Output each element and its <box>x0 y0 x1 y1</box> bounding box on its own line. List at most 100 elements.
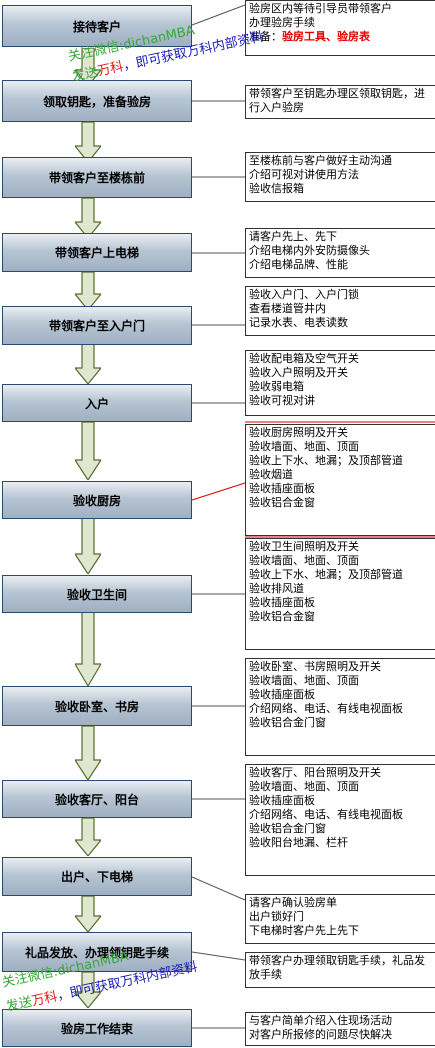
step-bedroom: 验收卧室、书房 <box>2 686 192 726</box>
note-line: 办理验房手续 <box>249 16 315 29</box>
note-line: 验收配电箱及空气开关 <box>249 352 359 365</box>
note-line: 验收信报箱 <box>249 182 304 195</box>
note-line: 记录水表、电表读数 <box>249 316 348 329</box>
note-gift-keys: 带领客户办理领取钥匙手续，礼品发放手续 <box>245 952 435 988</box>
note-line: 验收上下水、地漏；及顶部管道 <box>249 454 403 467</box>
note-line: 查看楼道管井内 <box>249 302 326 315</box>
note-line: 验收入户照明及开关 <box>249 366 348 379</box>
down-arrow-icon <box>75 344 101 384</box>
note-line: 验收墙面、地面、顶面 <box>249 440 359 453</box>
note-line: 验收可视对讲 <box>249 394 315 407</box>
step-finish: 验房工作结束 <box>2 1009 192 1047</box>
note-line: 验收铝合金窗 <box>249 496 315 509</box>
down-arrow-icon <box>75 422 101 480</box>
down-arrow-icon <box>75 272 101 310</box>
note-line: 介绍网络、电话、有线电视面板 <box>249 808 403 821</box>
note-line: 验收排风道 <box>249 582 304 595</box>
step-label: 验收卧室、书房 <box>54 699 139 714</box>
note-line: 验收上下水、地漏；及顶部管道 <box>249 568 403 581</box>
note-line: 验收厨房照明及开关 <box>249 426 348 439</box>
step-collect-keys: 领取钥匙，准备验房 <box>2 80 192 122</box>
note-line: 介绍网络、电话、有线电视面板 <box>249 702 403 715</box>
note-collect-keys: 带领客户至钥匙办理区领取钥匙，进行入户验房 <box>245 85 435 119</box>
step-label: 出户、下电梯 <box>60 870 133 884</box>
note-bedroom: 验收卧室、书房照明及开关 验收墙面、地面、顶面 验收插座面板 介绍网络、电话、有… <box>245 658 435 756</box>
note-line: 验房区内等待引导员带领客户 <box>249 2 392 15</box>
step-bathroom: 验收卫生间 <box>2 575 192 613</box>
note-line: 请客户先上、先下 <box>249 230 337 243</box>
note-line: 验收插座面板 <box>249 596 315 609</box>
note-elevator: 请客户先上、先下 介绍电梯内外安防摄像头 介绍电梯品牌、性能 <box>245 228 435 278</box>
step-to-door: 带领客户至入户门 <box>2 306 192 345</box>
note-line: 验收弱电箱 <box>249 380 304 393</box>
note-bathroom: 验收卫生间照明及开关 验收墙面、地面、顶面 验收上下水、地漏；及顶部管道 验收排… <box>245 538 435 650</box>
note-line: 与客户简单介绍入住现场活动 <box>249 1014 392 1027</box>
step-label: 带领客户至楼栋前 <box>48 171 145 185</box>
step-label: 验房工作结束 <box>60 1021 133 1036</box>
down-arrow-icon <box>75 896 101 932</box>
step-to-building: 带领客户至楼栋前 <box>2 157 192 198</box>
step-enter: 入户 <box>2 384 192 422</box>
note-line: 准备：验房工具、验房表 <box>249 30 433 44</box>
step-label: 验收客厅、阳台 <box>54 792 139 807</box>
note-to-door: 验收入户门、入户门锁 查看楼道管井内 记录水表、电表读数 <box>245 286 435 336</box>
note-line: 验收阳台地漏、栏杆 <box>249 836 348 849</box>
note-enter: 验收配电箱及空气开关 验收入户照明及开关 验收弱电箱 验收可视对讲 <box>245 350 435 416</box>
step-elevator: 带领客户上电梯 <box>2 233 192 272</box>
note-line: 下电梯时客户先上先下 <box>249 924 359 937</box>
note-exit: 请客户确认验房单 出户锁好门 下电梯时客户先上先下 <box>245 894 435 944</box>
note-line: 验收插座面板 <box>249 688 315 701</box>
down-arrow-icon <box>75 518 101 574</box>
step-label: 验收卫生间 <box>66 587 127 602</box>
note-line: 验收墙面、地面、顶面 <box>249 674 359 687</box>
note-line: 验收墙面、地面、顶面 <box>249 780 359 793</box>
note-line: 验收墙面、地面、顶面 <box>249 554 359 567</box>
down-arrow-icon <box>75 198 101 238</box>
step-kitchen: 验收厨房 <box>2 481 192 519</box>
down-arrow-icon <box>75 612 101 686</box>
prep-highlight: 验房工具、验房表 <box>282 30 370 43</box>
step-label: 入户 <box>84 396 109 411</box>
note-line: 介绍可视对讲使用方法 <box>249 168 359 181</box>
prep-prefix: 准备： <box>249 30 282 43</box>
down-arrow-icon <box>75 818 101 856</box>
note-line: 验收插座面板 <box>249 482 315 495</box>
step-label: 接待客户 <box>72 19 121 34</box>
step-reception: 接待客户 <box>2 5 192 47</box>
down-arrow-icon <box>75 48 101 86</box>
note-finish: 与客户简单介绍入住现场活动 对客户所报修的问题尽快解决 <box>245 1012 435 1046</box>
note-reception: 验房区内等待引导员带领客户 办理验房手续 准备：验房工具、验房表 <box>245 0 435 56</box>
note-line: 请客户确认验房单 <box>249 896 337 909</box>
note-line: 至楼栋前与客户做好主动沟通 <box>249 154 392 167</box>
step-living-room: 验收客厅、阳台 <box>2 780 192 818</box>
step-exit: 出户、下电梯 <box>2 857 192 896</box>
note-line: 带领客户办理领取钥匙手续，礼品发放手续 <box>249 954 425 981</box>
note-kitchen: 验收厨房照明及开关 验收墙面、地面、顶面 验收上下水、地漏；及顶部管道 验收烟道… <box>245 424 435 536</box>
note-line: 出户锁好门 <box>249 910 304 923</box>
note-line: 验收入户门、入户门锁 <box>249 288 359 301</box>
note-line: 验收铝合金门窗 <box>249 716 326 729</box>
down-arrow-icon <box>75 726 101 780</box>
step-label: 领取钥匙，准备验房 <box>42 94 151 109</box>
step-label: 验收厨房 <box>72 493 121 508</box>
note-line: 介绍电梯品牌、性能 <box>249 258 348 271</box>
note-living-room: 验收客厅、阳台照明及开关 验收墙面、地面、顶面 验收插座面板 介绍网络、电话、有… <box>245 764 435 876</box>
note-line: 验收客厅、阳台照明及开关 <box>249 766 381 779</box>
note-line: 对客户所报修的问题尽快解决 <box>249 1028 392 1041</box>
step-label: 带领客户上电梯 <box>54 246 139 260</box>
step-label: 礼品发放、办理领钥匙手续 <box>24 945 169 960</box>
step-label: 带领客户至入户门 <box>48 319 145 333</box>
note-line: 带领客户至钥匙办理区领取钥匙，进行入户验房 <box>249 87 425 114</box>
note-to-building: 至楼栋前与客户做好主动沟通 介绍可视对讲使用方法 验收信报箱 <box>245 152 435 202</box>
note-line: 验收铝合金门窗 <box>249 822 326 835</box>
step-gift-keys: 礼品发放、办理领钥匙手续 <box>2 932 192 972</box>
note-line: 验收卫生间照明及开关 <box>249 540 359 553</box>
note-line: 介绍电梯内外安防摄像头 <box>249 244 370 257</box>
down-arrow-icon <box>75 972 101 1008</box>
note-line: 验收卧室、书房照明及开关 <box>249 660 381 673</box>
down-arrow-icon <box>75 122 101 162</box>
note-line: 验收烟道 <box>249 468 293 481</box>
note-line: 验收插座面板 <box>249 794 315 807</box>
